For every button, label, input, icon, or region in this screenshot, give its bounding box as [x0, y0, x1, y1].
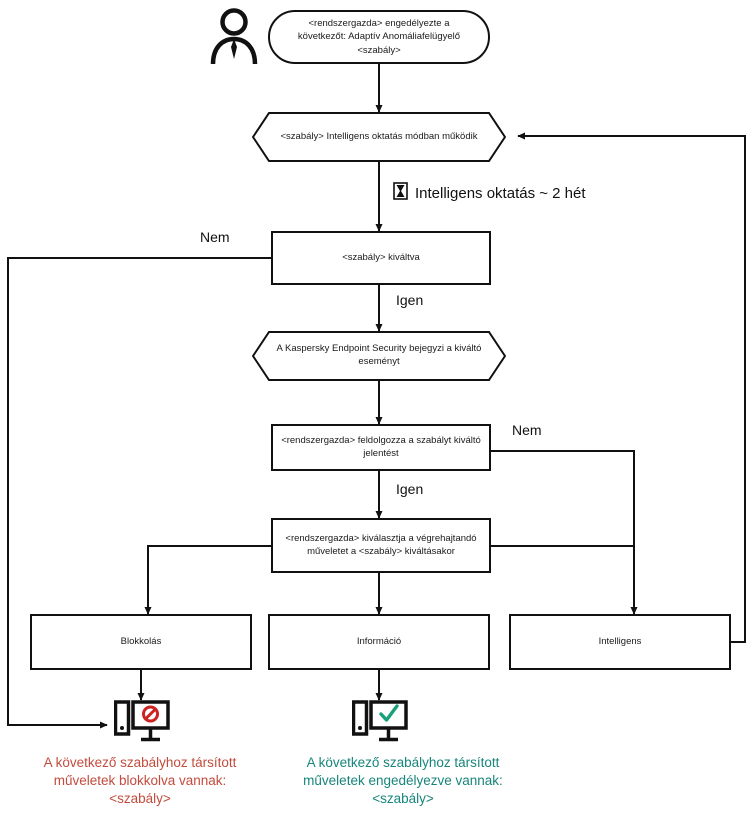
action-block-box[interactable]: Blokkolás — [30, 614, 252, 670]
allowed-outcome-caption: A következő szabályhoz társított művelet… — [303, 755, 503, 806]
action-info-label: Információ — [356, 635, 402, 647]
kes-logs-event-hexagon[interactable]: A Kaspersky Endpoint Security bejegyzi a… — [252, 331, 506, 381]
smart-training-duration-note: Intelligens oktatás ~ 2 hét — [393, 182, 586, 204]
admin-selects-action-label: <rendszergazda> kiválasztja a végrehajta… — [285, 532, 477, 557]
edge-label-triggered-yes: Igen — [396, 292, 424, 308]
blocked-outcome-caption: A következő szabályhoz társított művelet… — [43, 755, 237, 806]
computer-blocked-icon — [113, 700, 170, 749]
start-terminator[interactable]: <rendszergazda> engedélyezte a következő… — [268, 10, 490, 64]
rule-triggered-label: <szabály> kiváltva — [342, 251, 420, 263]
edge-label-report-yes: Igen — [396, 481, 424, 497]
smart-training-duration-label: Intelligens oktatás ~ 2 hét — [415, 184, 586, 202]
computer-allowed-icon — [351, 700, 408, 749]
admin-processes-report-box[interactable]: <rendszergazda> feldolgozza a szabályt k… — [271, 424, 491, 471]
action-block-label: Blokkolás — [120, 635, 162, 647]
admin-selects-action-box[interactable]: <rendszergazda> kiválasztja a végrehajta… — [271, 518, 491, 573]
edge-label-report-no: Nem — [512, 422, 542, 438]
action-smart-label: Intelligens — [598, 635, 642, 647]
hourglass-icon — [393, 182, 408, 204]
edge-label-triggered-no: Nem — [200, 229, 230, 245]
start-label: <rendszergazda> engedélyezte a következő… — [297, 18, 461, 56]
action-smart-box[interactable]: Intelligens — [509, 614, 731, 670]
action-info-box[interactable]: Információ — [268, 614, 490, 670]
admin-processes-report-label: <rendszergazda> feldolgozza a szabályt k… — [281, 434, 481, 459]
person-icon — [206, 6, 262, 71]
kes-logs-event-label: A Kaspersky Endpoint Security bejegyzi a… — [276, 343, 482, 367]
smart-training-mode-label: <szabály> Intelligens oktatás módban műk… — [280, 130, 478, 142]
rule-triggered-box[interactable]: <szabály> kiváltva — [271, 231, 491, 285]
smart-training-mode-hexagon[interactable]: <szabály> Intelligens oktatás módban műk… — [252, 112, 506, 162]
